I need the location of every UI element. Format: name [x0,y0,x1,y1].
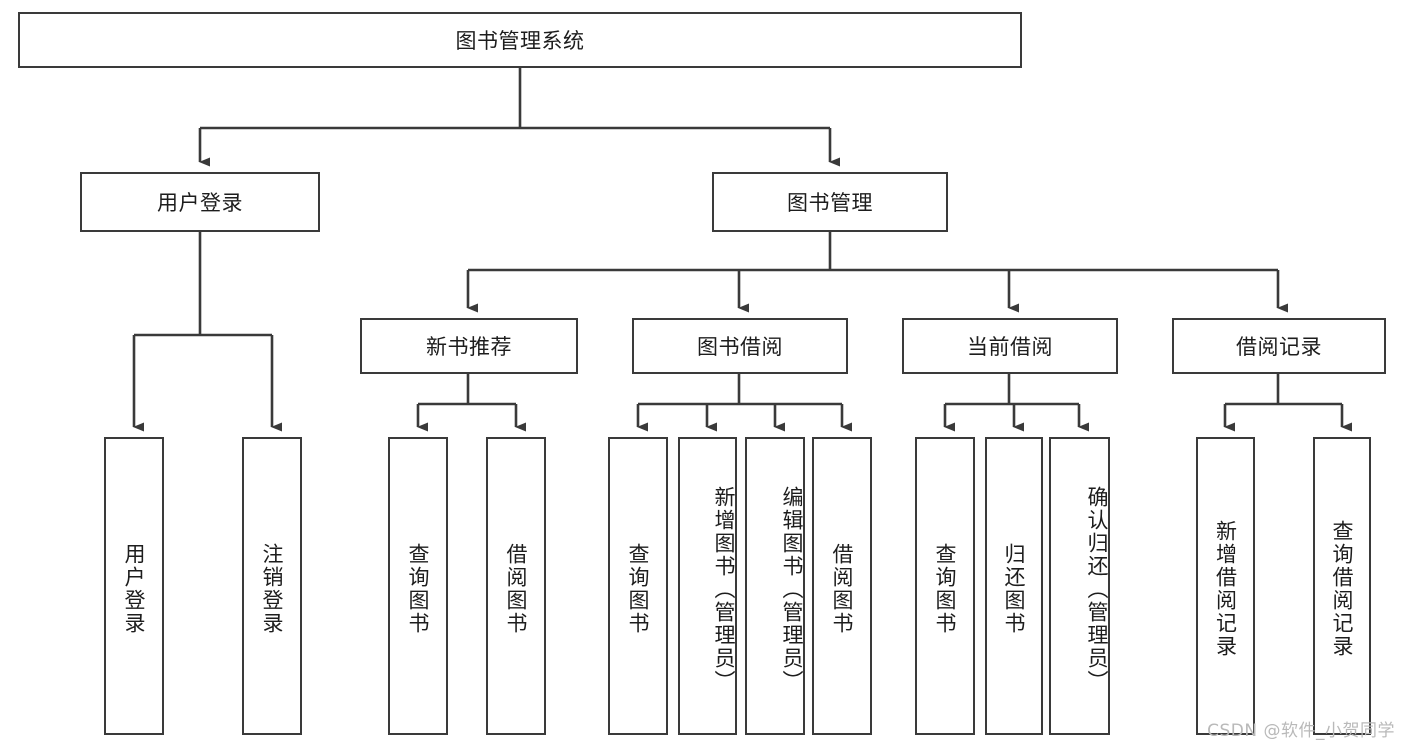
node-new-book-recommend-label: 新书推荐 [426,335,512,359]
node-leaf-add-borrow-record-label: 新增借阅记录 [1213,520,1238,658]
node-book-borrow[interactable]: 图书借阅 [632,318,848,374]
node-leaf-query-book-1[interactable]: 查询图书 [388,437,448,735]
node-leaf-logout-login-label: 注销登录 [260,543,285,635]
node-leaf-user-login[interactable]: 用户登录 [104,437,164,735]
node-leaf-logout-login[interactable]: 注销登录 [242,437,302,735]
watermark: CSDN @软件_小贺同学 [1207,721,1395,741]
node-book-manage-label: 图书管理 [787,191,873,215]
node-leaf-query-book-2-label: 查询图书 [626,543,651,635]
node-new-book-recommend[interactable]: 新书推荐 [360,318,578,374]
node-root[interactable]: 图书管理系统 [18,12,1022,68]
node-leaf-confirm-return-admin[interactable]: 确认归还（管理员） [1049,437,1110,735]
node-book-manage[interactable]: 图书管理 [712,172,948,232]
node-leaf-return-book-label: 归还图书 [1002,543,1027,635]
node-leaf-borrow-book-1[interactable]: 借阅图书 [486,437,546,735]
node-leaf-edit-book-admin-label: 编辑图书（管理员） [780,485,804,693]
node-leaf-user-login-label: 用户登录 [122,543,147,635]
node-borrow-record-label: 借阅记录 [1236,335,1322,359]
node-leaf-borrow-book-2[interactable]: 借阅图书 [812,437,872,735]
node-current-borrow-label: 当前借阅 [967,335,1053,359]
node-user-login[interactable]: 用户登录 [80,172,320,232]
node-leaf-query-book-2[interactable]: 查询图书 [608,437,668,735]
node-root-label: 图书管理系统 [455,29,585,53]
node-leaf-query-borrow-record[interactable]: 查询借阅记录 [1313,437,1371,735]
node-leaf-add-book-admin[interactable]: 新增图书（管理员） [678,437,737,735]
node-leaf-query-book-3-label: 查询图书 [933,543,958,635]
node-user-login-label: 用户登录 [157,191,243,215]
node-leaf-query-book-3[interactable]: 查询图书 [915,437,975,735]
node-leaf-query-book-1-label: 查询图书 [406,543,431,635]
node-leaf-return-book[interactable]: 归还图书 [985,437,1043,735]
node-leaf-edit-book-admin[interactable]: 编辑图书（管理员） [745,437,805,735]
node-book-borrow-label: 图书借阅 [697,335,783,359]
node-leaf-borrow-book-1-label: 借阅图书 [504,543,529,635]
node-leaf-add-book-admin-label: 新增图书（管理员） [712,485,736,693]
node-leaf-confirm-return-admin-label: 确认归还（管理员） [1085,485,1109,693]
node-leaf-query-borrow-record-label: 查询借阅记录 [1330,520,1355,658]
node-leaf-borrow-book-2-label: 借阅图书 [830,543,855,635]
node-current-borrow[interactable]: 当前借阅 [902,318,1118,374]
node-leaf-add-borrow-record[interactable]: 新增借阅记录 [1196,437,1255,735]
node-borrow-record[interactable]: 借阅记录 [1172,318,1386,374]
